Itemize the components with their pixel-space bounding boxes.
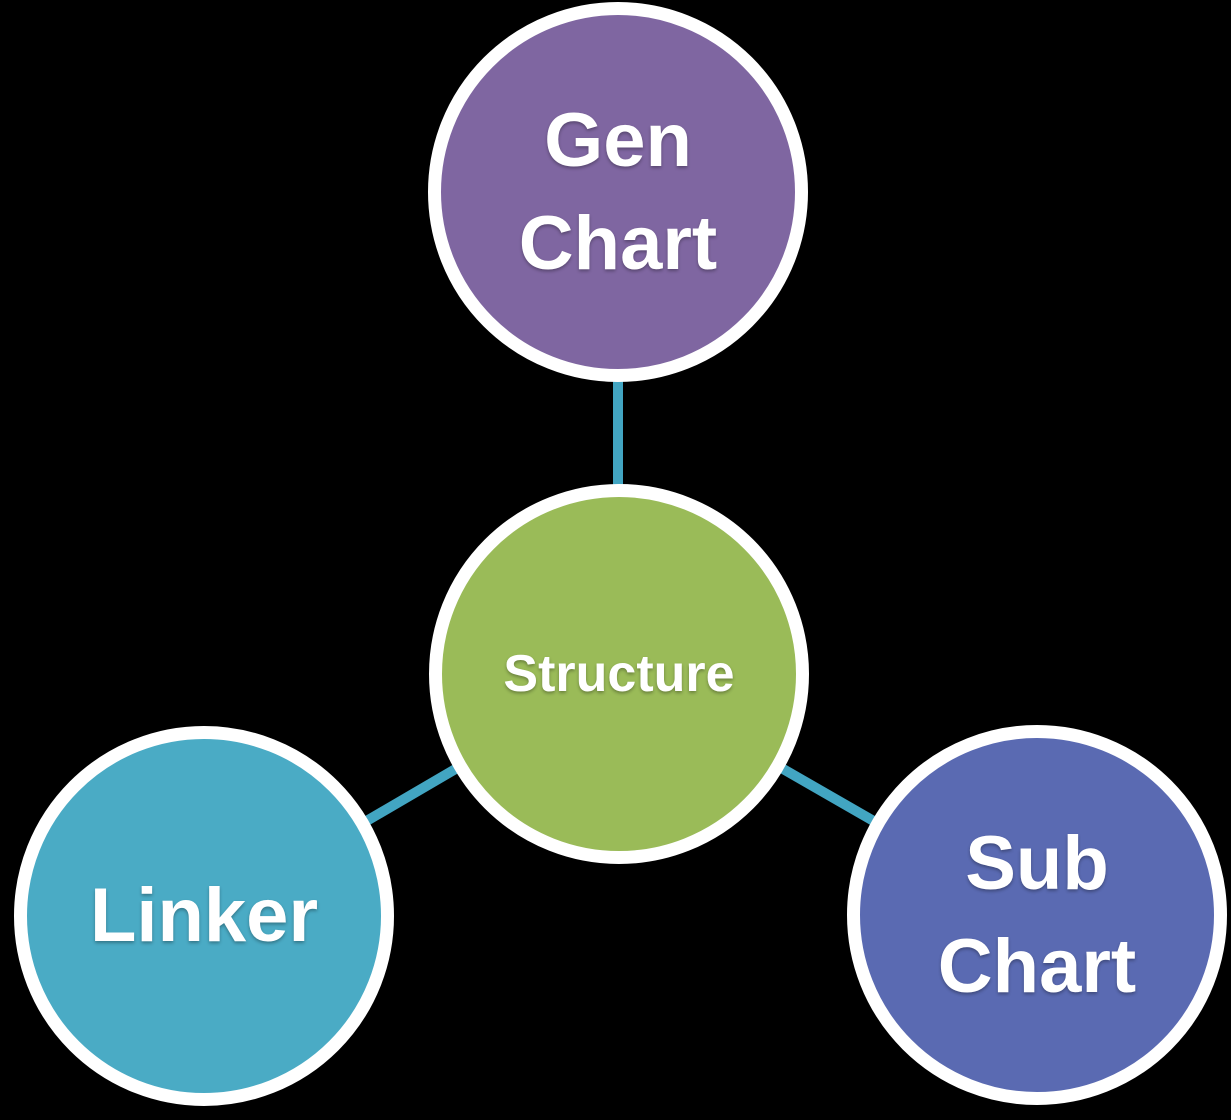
node-linker: Linker — [14, 726, 394, 1106]
node-gen-chart: Gen Chart — [428, 2, 808, 382]
node-sub-chart-label: Sub Chart — [937, 820, 1137, 1009]
node-gen-chart-label: Gen Chart — [518, 97, 718, 286]
node-linker-label: Linker — [89, 873, 319, 959]
node-structure-label: Structure — [503, 644, 735, 703]
node-structure: Structure — [429, 484, 809, 864]
node-sub-chart: Sub Chart — [847, 725, 1227, 1105]
